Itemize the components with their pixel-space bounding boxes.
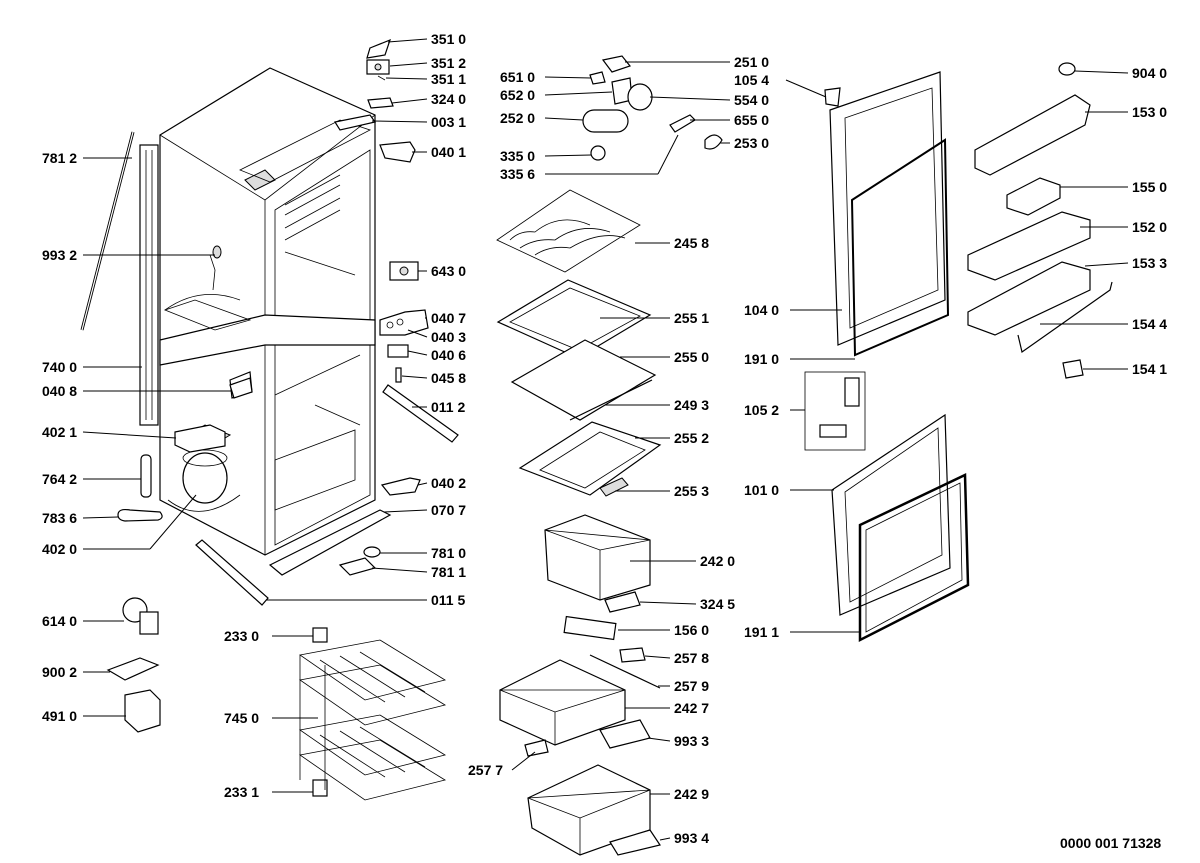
part-number-labels: 351 0 351 2 351 1 324 0 003 1 040 1 781 … — [42, 31, 1167, 851]
loose-parts-left — [106, 597, 447, 801]
label-003-1: 003 1 — [431, 114, 466, 130]
label-101-0: 101 0 — [744, 482, 779, 498]
label-993-4: 993 4 — [674, 830, 709, 846]
label-745-0: 745 0 — [224, 710, 259, 726]
label-245-8: 245 8 — [674, 235, 709, 251]
label-233-1: 233 1 — [224, 784, 259, 800]
label-249-3: 249 3 — [674, 397, 709, 413]
label-242-7: 242 7 — [674, 700, 709, 716]
label-554-0: 554 0 — [734, 92, 769, 108]
label-781-2: 781 2 — [42, 150, 77, 166]
label-156-0: 156 0 — [674, 622, 709, 638]
leader-lines — [82, 38, 1129, 841]
label-257-7: 257 7 — [468, 762, 503, 778]
label-011-5: 011 5 — [431, 592, 465, 608]
label-251-0: 251 0 — [734, 54, 769, 70]
label-614-0: 614 0 — [42, 613, 77, 629]
label-155-0: 155 0 — [1132, 179, 1167, 195]
label-335-0: 335 0 — [500, 148, 535, 164]
label-242-0: 242 0 — [700, 553, 735, 569]
label-153-0: 153 0 — [1132, 104, 1167, 120]
label-651-0: 651 0 — [500, 69, 535, 85]
label-351-1: 351 1 — [431, 71, 466, 87]
label-255-1: 255 1 — [674, 310, 709, 326]
label-040-2: 040 2 — [431, 475, 466, 491]
label-040-8: 040 8 — [42, 383, 77, 399]
label-011-2: 011 2 — [431, 399, 465, 415]
label-242-9: 242 9 — [674, 786, 709, 802]
label-255-2: 255 2 — [674, 430, 709, 446]
label-643-0: 643 0 — [431, 263, 466, 279]
label-993-2: 993 2 — [42, 247, 77, 263]
label-040-1: 040 1 — [431, 144, 466, 160]
label-904-0: 904 0 — [1132, 65, 1167, 81]
label-764-2: 764 2 — [42, 471, 77, 487]
label-402-1: 402 1 — [42, 424, 77, 440]
label-351-2: 351 2 — [431, 55, 466, 71]
label-040-6: 040 6 — [431, 347, 466, 363]
label-324-0: 324 0 — [431, 91, 466, 107]
label-652-0: 652 0 — [500, 87, 535, 103]
label-152-0: 152 0 — [1132, 219, 1167, 235]
label-781-1: 781 1 — [431, 564, 466, 580]
label-105-4: 105 4 — [734, 72, 769, 88]
label-040-7: 040 7 — [431, 310, 466, 326]
label-491-0: 491 0 — [42, 708, 77, 724]
label-153-3: 153 3 — [1132, 255, 1167, 271]
label-255-3: 255 3 — [674, 483, 709, 499]
label-191-1: 191 1 — [744, 624, 779, 640]
label-740-0: 740 0 — [42, 359, 77, 375]
label-105-2: 105 2 — [744, 402, 779, 418]
drawing-number: 0000 001 71328 — [1060, 835, 1161, 851]
cabinet-body — [80, 67, 376, 556]
label-783-6: 783 6 — [42, 510, 77, 526]
label-255-0: 255 0 — [674, 349, 709, 365]
label-233-0: 233 0 — [224, 628, 259, 644]
label-154-1: 154 1 — [1132, 361, 1167, 377]
label-070-7: 070 7 — [431, 502, 466, 518]
label-104-0: 104 0 — [744, 302, 779, 318]
label-781-0: 781 0 — [431, 545, 466, 561]
doors — [804, 62, 1113, 643]
label-045-8: 045 8 — [431, 370, 466, 386]
label-191-0: 191 0 — [744, 351, 779, 367]
label-993-3: 993 3 — [674, 733, 709, 749]
label-655-0: 655 0 — [734, 112, 769, 128]
label-351-0: 351 0 — [431, 31, 466, 47]
label-324-5: 324 5 — [700, 596, 735, 612]
label-257-9: 257 9 — [674, 678, 709, 694]
label-154-4: 154 4 — [1132, 316, 1167, 332]
label-900-2: 900 2 — [42, 664, 77, 680]
label-253-0: 253 0 — [734, 135, 769, 151]
label-252-0: 252 0 — [500, 110, 535, 126]
label-257-8: 257 8 — [674, 650, 709, 666]
label-040-3: 040 3 — [431, 329, 466, 345]
label-335-6: 335 6 — [500, 166, 535, 182]
label-402-0: 402 0 — [42, 541, 77, 557]
center-parts — [496, 55, 723, 856]
